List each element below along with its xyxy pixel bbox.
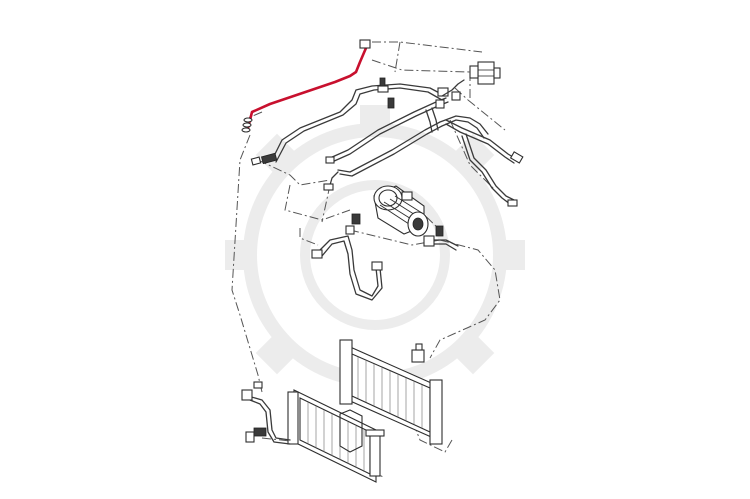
pipe-fitting-icon <box>359 39 371 49</box>
bolt-icon <box>387 97 395 109</box>
pipe-fitting-icon <box>435 99 445 109</box>
pipe-fittings <box>379 77 461 109</box>
bolt-icon <box>379 77 386 87</box>
compressor-hose[interactable] <box>311 225 459 301</box>
receiver-drier[interactable] <box>365 429 385 477</box>
radiator[interactable] <box>339 339 443 445</box>
highlighted-ac-pipe[interactable] <box>241 39 371 133</box>
pipe-fitting-icon <box>451 91 461 101</box>
o-ring-set-icon <box>241 117 253 133</box>
ac-compressor[interactable] <box>351 185 444 237</box>
bolt-icon <box>351 213 361 225</box>
pressure-sensor[interactable] <box>241 381 291 445</box>
pipe-fitting-icon <box>323 183 334 191</box>
pipe-fitting-icon <box>325 156 335 164</box>
pipe-fitting-icon <box>250 85 449 166</box>
bolt-icon <box>435 225 444 237</box>
suction-pipe[interactable] <box>250 83 449 166</box>
expansion-valve[interactable] <box>469 61 501 85</box>
